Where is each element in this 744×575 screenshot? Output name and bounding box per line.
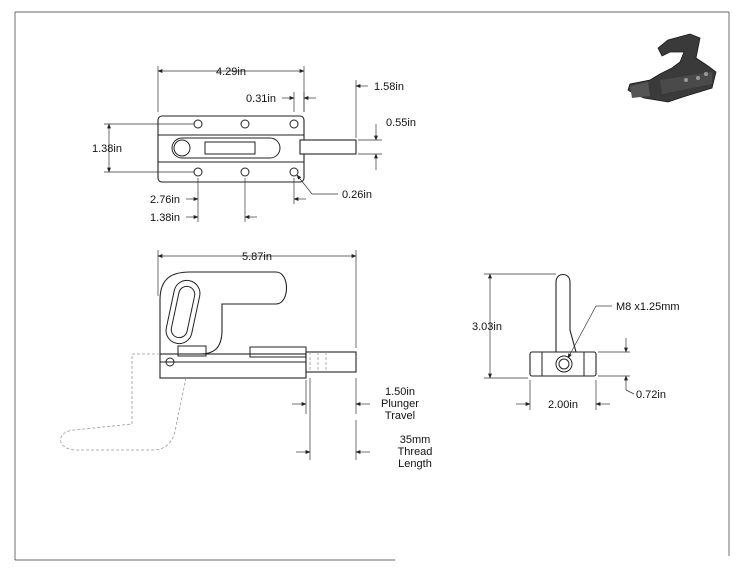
- mounting-hole: [289, 167, 299, 177]
- end-view: [529, 273, 597, 377]
- dim-plunger-diameter: 0.55in: [386, 117, 416, 129]
- sheet-border: [14, 11, 730, 561]
- mounting-hole: [289, 119, 299, 129]
- mounting-hole: [240, 167, 250, 177]
- dim-edge-offset: 0.31in: [246, 93, 276, 105]
- dim-thread-length-line2: Length: [398, 458, 432, 470]
- dim-base-width: 1.38in: [92, 143, 122, 155]
- side-view-dimensions: 5.87in 1.50in Plunger Travel 35mm Thread…: [157, 250, 433, 470]
- end-view-dimensions: 3.03in M8 x1.25mm 2.00in 0.72in: [472, 273, 680, 411]
- dim-thread-length-value: 35mm: [400, 434, 431, 446]
- dim-plunger-travel-line2: Travel: [385, 410, 415, 422]
- dim-base-height: 0.72in: [636, 389, 666, 401]
- dim-thread-length-line1: Thread: [398, 446, 433, 458]
- dim-hole-spacing-outer: 2.76in: [150, 194, 180, 206]
- dim-plunger-travel-line1: Plunger: [381, 398, 419, 410]
- top-view-dimensions: 4.29in 0.31in 1.58in 0.55in 1.38in 2.76i…: [92, 66, 416, 224]
- dim-side-overall-length: 5.87in: [242, 251, 272, 263]
- dim-hole-spacing-inner: 1.38in: [150, 212, 180, 224]
- dim-end-height: 3.03in: [472, 321, 502, 333]
- dim-plunger-extension: 1.58in: [374, 81, 404, 93]
- side-view: [60, 271, 357, 451]
- dim-thread-spec: M8 x1.25mm: [616, 301, 680, 313]
- mounting-hole: [240, 119, 250, 129]
- dim-hole-diameter: 0.26in: [342, 189, 372, 201]
- dim-plunger-travel-value: 1.50in: [385, 386, 415, 398]
- isometric-render: [627, 33, 717, 103]
- dim-end-width: 2.00in: [548, 399, 578, 411]
- top-view: [157, 115, 357, 183]
- dim-overall-length: 4.29in: [216, 66, 246, 78]
